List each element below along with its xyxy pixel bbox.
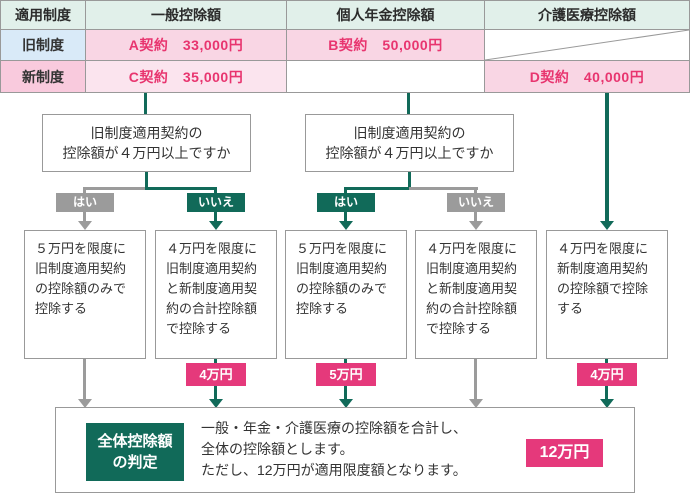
amount-badge-general: 4万円 (186, 363, 246, 386)
flow-line (145, 187, 217, 190)
decision-text-line1: 旧制度適用契約の (90, 125, 203, 141)
header-general-deduction: 一般控除額 (86, 0, 287, 30)
summary-text-line1: 一般・年金・介護医療の控除額を合計し、 (201, 420, 467, 436)
arrow-down-icon (209, 399, 223, 408)
row-label-old-system: 旧制度 (0, 30, 86, 61)
cell-general-old-contract-a: A契約 33,000円 (86, 30, 287, 61)
arrow-down-icon (78, 399, 92, 408)
decision-box-general: 旧制度適用契約の 控除額が４万円以上ですか (42, 114, 251, 172)
outcome-box-pension-no: ４万円を限度に旧制度適用契約と新制度適用契約の合計控除額で控除する (415, 230, 537, 359)
decision-text-line1: 旧制度適用契約の (353, 125, 466, 141)
summary-text-line3: ただし、12万円が適用限度額となります。 (201, 462, 467, 478)
decision-box-pension: 旧制度適用契約の 控除額が４万円以上ですか (305, 114, 514, 172)
arrow-down-icon (600, 221, 614, 230)
decision-text-line2: 控除額が４万円以上ですか (325, 145, 494, 161)
summary-title: 全体控除額 の判定 (86, 423, 184, 481)
diagonal-line-icon (485, 30, 689, 60)
outcome-box-pension-yes: ５万円を限度に旧制度適用契約の控除額のみで控除する (285, 230, 407, 359)
arrow-down-icon (469, 221, 483, 230)
flow-line (144, 93, 147, 114)
flow-line (409, 187, 478, 190)
arrow-down-icon (469, 399, 483, 408)
yes-tag-pension: はい (317, 193, 375, 212)
decision-text-line2: 控除額が４万円以上ですか (62, 145, 231, 161)
flow-line (408, 172, 411, 190)
outcome-box-general-yes: ５万円を限度に旧制度適用契約の控除額のみで控除する (24, 230, 146, 359)
arrow-down-icon (209, 221, 223, 230)
summary-text-line2: 全体の控除額とします。 (201, 441, 354, 457)
arrow-down-icon (78, 221, 92, 230)
cell-care-old-not-applicable (485, 30, 690, 61)
amount-badge-care: 4万円 (577, 363, 637, 386)
summary-title-line2: の判定 (112, 454, 158, 471)
row-label-new-system: 新制度 (0, 61, 86, 93)
flow-line (344, 187, 411, 190)
header-applicable-system: 適用制度 (0, 0, 86, 30)
header-care-medical-deduction: 介護医療控除額 (485, 0, 690, 30)
total-limit-badge: 12万円 (526, 439, 603, 467)
no-tag-general: いいえ (187, 193, 245, 212)
amount-badge-pension: 5万円 (316, 363, 376, 386)
arrow-down-icon (339, 399, 353, 408)
summary-title-line1: 全体控除額 (97, 433, 173, 450)
flow-line (83, 359, 86, 400)
cell-general-new-contract-c: C契約 35,000円 (86, 61, 287, 93)
summary-text: 一般・年金・介護医療の控除額を合計し、 全体の控除額とします。 ただし、12万円… (201, 418, 467, 481)
flow-line (84, 187, 146, 190)
cell-care-new-contract-d: D契約 40,000円 (485, 61, 690, 93)
flow-line (407, 93, 410, 114)
arrow-down-icon (339, 221, 353, 230)
cell-pension-old-contract-b: B契約 50,000円 (287, 30, 485, 61)
no-tag-pension: いいえ (447, 193, 505, 212)
applicable-system-table: 適用制度 一般控除額 個人年金控除額 介護医療控除額 旧制度 A契約 33,00… (0, 0, 690, 93)
header-pension-deduction: 個人年金控除額 (287, 0, 485, 30)
flow-line (474, 359, 477, 400)
outcome-box-general-no: ４万円を限度に旧制度適用契約と新制度適用契約の合計控除額で控除する (155, 230, 277, 359)
arrow-down-icon (600, 399, 614, 408)
flow-line (605, 93, 609, 222)
flow-line (145, 172, 148, 190)
cell-pension-new-empty (287, 61, 485, 93)
yes-tag-general: はい (56, 193, 114, 212)
outcome-box-care-medical: ４万円を限度に新制度適用契約の控除額で控除する (546, 230, 668, 359)
summary-box: 全体控除額 の判定 一般・年金・介護医療の控除額を合計し、 全体の控除額とします… (55, 407, 635, 493)
